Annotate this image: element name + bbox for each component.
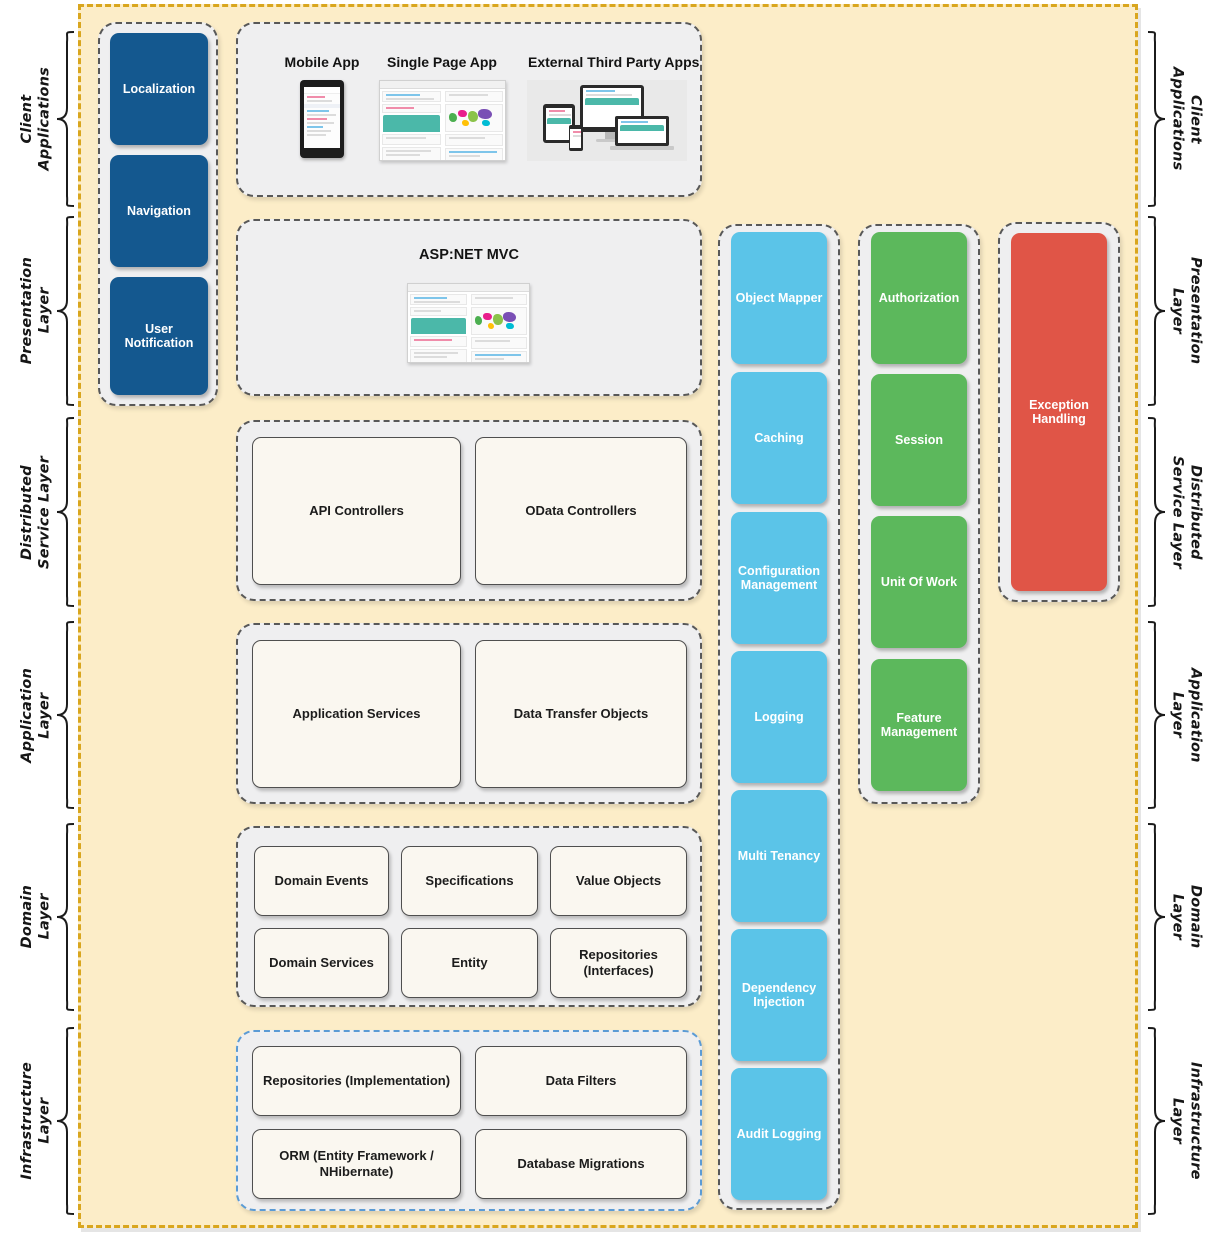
browser-chrome xyxy=(380,81,505,89)
chip-exception-handling[interactable]: Exception Handling xyxy=(1011,233,1107,591)
box-domain-services[interactable]: Domain Services xyxy=(254,928,389,998)
chip-object-mapper[interactable]: Object Mapper xyxy=(731,232,827,364)
box-repositories-implementation[interactable]: Repositories (Implementation) xyxy=(252,1046,461,1116)
brace-icon xyxy=(1146,215,1168,407)
client-app-label-mobile: Mobile App xyxy=(284,54,360,70)
layer-label-text: Application Layer xyxy=(18,667,53,763)
chip-session[interactable]: Session xyxy=(871,374,967,506)
brace-icon xyxy=(54,1026,76,1216)
layer-label-left-application-layer: Application Layer xyxy=(4,620,76,810)
layer-label-text: Distributed Service Layer xyxy=(18,455,53,569)
layer-label-left-client-applications: Client Applications xyxy=(4,30,76,208)
phone-frame-icon xyxy=(300,80,344,158)
layer-label-text: Infrastructure Layer xyxy=(18,1062,53,1180)
aspnet-mvc-title: ASP:NET MVC xyxy=(419,247,519,263)
aspnet-mvc-thumbnail xyxy=(407,283,530,363)
dashboard-grid xyxy=(380,89,505,160)
layer-label-left-presentation-layer: Presentation Layer xyxy=(4,215,76,407)
chip-unit-of-work[interactable]: Unit Of Work xyxy=(871,516,967,648)
layer-label-text: Presentation Layer xyxy=(1169,257,1204,365)
chip-authorization[interactable]: Authorization xyxy=(871,232,967,364)
browser-frame-icon xyxy=(379,80,506,161)
box-application-services[interactable]: Application Services xyxy=(252,640,461,788)
single-page-app-thumbnail xyxy=(379,80,506,161)
brace-icon xyxy=(54,215,76,407)
client-app-label-external: External Third Party Apps xyxy=(528,54,700,70)
layer-label-left-distributed-service-layer: Distributed Service Layer xyxy=(4,416,76,608)
chip-logging[interactable]: Logging xyxy=(731,651,827,783)
brace-icon xyxy=(1146,822,1168,1012)
layer-label-text: Client Applications xyxy=(1169,67,1204,171)
multi-device-icon xyxy=(527,80,687,161)
layer-label-right-domain-layer: Domain Layer xyxy=(1146,822,1218,1012)
dashboard-grid xyxy=(408,292,529,362)
chip-localization[interactable]: Localization xyxy=(110,33,208,145)
chip-user-notification[interactable]: User Notification xyxy=(110,277,208,395)
box-orm[interactable]: ORM (Entity Framework / NHibernate) xyxy=(252,1129,461,1199)
box-repositories-interfaces[interactable]: Repositories (Interfaces) xyxy=(550,928,687,998)
brace-icon xyxy=(1146,1026,1168,1216)
chip-dependency-injection[interactable]: Dependency Injection xyxy=(731,929,827,1061)
box-value-objects[interactable]: Value Objects xyxy=(550,846,687,916)
layer-label-left-infrastructure-layer: Infrastructure Layer xyxy=(4,1026,76,1216)
external-apps-thumbnail xyxy=(527,80,687,161)
box-specifications[interactable]: Specifications xyxy=(401,846,538,916)
brace-icon xyxy=(1146,416,1168,608)
brace-icon xyxy=(54,620,76,810)
brace-icon xyxy=(1146,30,1168,208)
browser-frame-icon xyxy=(407,283,530,363)
layer-label-text: Distributed Service Layer xyxy=(1169,455,1204,569)
phone-screen xyxy=(304,87,340,148)
box-data-transfer-objects[interactable]: Data Transfer Objects xyxy=(475,640,687,788)
layer-label-left-domain-layer: Domain Layer xyxy=(4,822,76,1012)
browser-chrome xyxy=(408,284,529,292)
chip-audit-logging[interactable]: Audit Logging xyxy=(731,1068,827,1200)
layer-label-right-application-layer: Application Layer xyxy=(1146,620,1218,810)
brace-icon xyxy=(54,30,76,208)
layer-label-right-distributed-service-layer: Distributed Service Layer xyxy=(1146,416,1218,608)
layer-label-right-infrastructure-layer: Infrastructure Layer xyxy=(1146,1026,1218,1216)
box-entity[interactable]: Entity xyxy=(401,928,538,998)
layer-label-text: Client Applications xyxy=(18,67,53,171)
chip-multi-tenancy[interactable]: Multi Tenancy xyxy=(731,790,827,922)
layer-label-right-presentation-layer: Presentation Layer xyxy=(1146,215,1218,407)
box-odata-controllers[interactable]: OData Controllers xyxy=(475,437,687,585)
layer-label-right-client-applications: Client Applications xyxy=(1146,30,1218,208)
chip-caching[interactable]: Caching xyxy=(731,372,827,504)
box-domain-events[interactable]: Domain Events xyxy=(254,846,389,916)
layer-label-text: Infrastructure Layer xyxy=(1169,1062,1204,1180)
box-database-migrations[interactable]: Database Migrations xyxy=(475,1129,687,1199)
layer-label-text: Domain Layer xyxy=(1169,885,1204,949)
box-api-controllers[interactable]: API Controllers xyxy=(252,437,461,585)
layer-label-text: Presentation Layer xyxy=(18,257,53,365)
mobile-phone-thumbnail xyxy=(300,80,344,158)
layer-label-text: Application Layer xyxy=(1169,667,1204,763)
client-app-label-spa: Single Page App xyxy=(387,54,497,70)
chip-configuration-management[interactable]: Configuration Management xyxy=(731,512,827,644)
brace-icon xyxy=(54,416,76,608)
brace-icon xyxy=(1146,620,1168,810)
chip-navigation[interactable]: Navigation xyxy=(110,155,208,267)
brace-icon xyxy=(54,822,76,1012)
chip-feature-management[interactable]: Feature Management xyxy=(871,659,967,791)
layer-label-text: Domain Layer xyxy=(18,885,53,949)
box-data-filters[interactable]: Data Filters xyxy=(475,1046,687,1116)
